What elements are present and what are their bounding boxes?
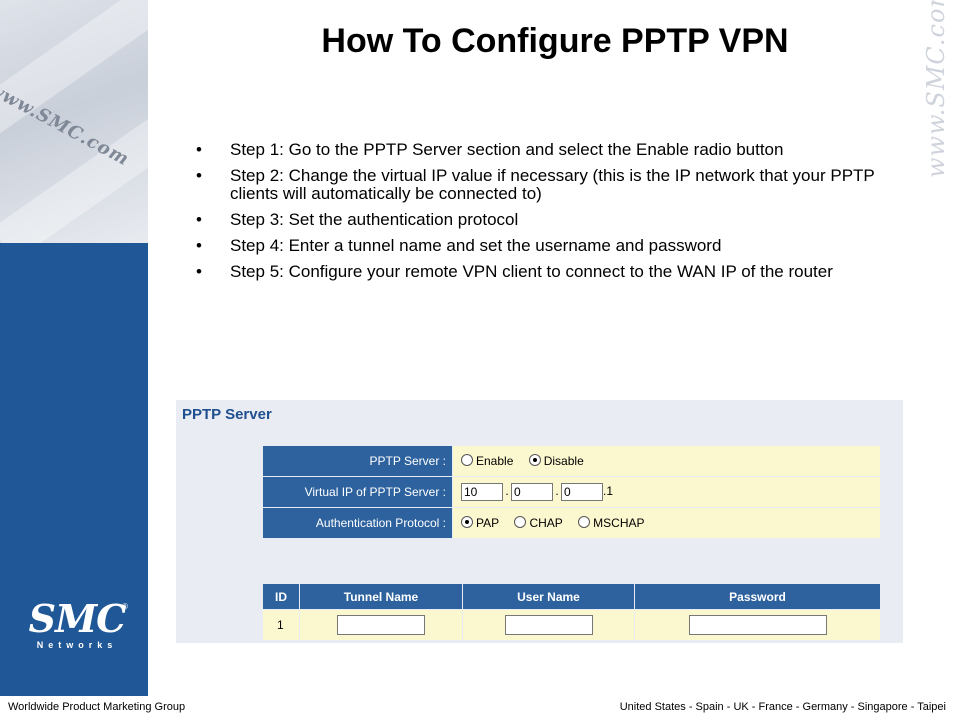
tunnel-name-cell — [299, 609, 463, 641]
tunnel-table: ID Tunnel Name User Name Password 1 — [262, 583, 881, 641]
sidebar-url-watermark: www.SMC.com — [0, 78, 133, 171]
step-text: Step 2: Change the virtual IP value if n… — [230, 166, 875, 203]
disable-option[interactable]: Disable — [528, 454, 584, 468]
row-id: 1 — [262, 609, 300, 641]
ip-separator: . — [555, 484, 559, 499]
step-text: Step 3: Set the authentication protocol — [230, 210, 519, 229]
col-header-user-name: User Name — [462, 583, 635, 610]
step-text: Step 1: Go to the PPTP Server section an… — [230, 140, 784, 159]
col-header-id: ID — [262, 583, 300, 610]
pptp-server-panel: PPTP Server PPTP Server : Enable Disable… — [176, 400, 903, 643]
step-item: • Step 1: Go to the PPTP Server section a… — [196, 141, 886, 159]
enable-option[interactable]: Enable — [461, 454, 513, 468]
sidebar-blue-block — [0, 243, 148, 696]
step-item: • Step 4: Enter a tunnel name and set the… — [196, 237, 886, 255]
bullet-icon: • — [196, 140, 202, 159]
panel-title: PPTP Server — [182, 406, 272, 423]
mschap-option[interactable]: MSCHAP — [578, 516, 645, 530]
mschap-radio[interactable] — [578, 516, 591, 528]
auth-protocol-options: PAP CHAP MSCHAP — [452, 507, 881, 539]
virtual-ip-label: Virtual IP of PPTP Server : — [262, 476, 453, 508]
enable-label: Enable — [476, 454, 514, 468]
ip-octet-1-input[interactable]: 10 — [461, 483, 503, 501]
user-name-cell — [462, 609, 635, 641]
auth-protocol-label: Authentication Protocol : — [262, 507, 453, 539]
user-name-input[interactable] — [504, 615, 593, 635]
table-row: 1 — [262, 609, 881, 641]
pptp-server-options: Enable Disable — [452, 445, 881, 477]
ip-suffix: .1 — [603, 484, 614, 499]
chap-label: CHAP — [529, 516, 563, 530]
ip-separator: . — [505, 484, 509, 499]
slide-title: How To Configure PPTP VPN — [321, 22, 789, 60]
footer: Worldwide Product Marketing Group United… — [0, 700, 960, 720]
steps-list: • Step 1: Go to the PPTP Server section a… — [196, 141, 886, 289]
logo-sub-text: Networks — [36, 640, 118, 650]
pptp-config-table: PPTP Server : Enable Disable Virtual IP … — [262, 445, 881, 539]
tunnel-table-header: ID Tunnel Name User Name Password — [262, 583, 881, 610]
bullet-icon: • — [196, 236, 202, 255]
bullet-icon: • — [196, 262, 202, 281]
logo-registered-mark: ® — [122, 602, 128, 611]
mschap-label: MSCHAP — [593, 516, 645, 530]
disable-label: Disable — [543, 454, 584, 468]
virtual-ip-fields: 10.0.0.1 — [452, 476, 881, 508]
chap-radio[interactable] — [514, 516, 527, 528]
tunnel-name-input[interactable] — [337, 615, 425, 635]
step-item: • Step 5: Configure your remote VPN clien… — [196, 263, 886, 281]
step-item: • Step 3: Set the authentication protocol — [196, 211, 886, 229]
step-text: Step 5: Configure your remote VPN client… — [230, 262, 833, 281]
smc-logo: SMC ® Networks — [22, 596, 132, 651]
chap-option[interactable]: CHAP — [514, 516, 563, 530]
bullet-icon: • — [196, 210, 202, 229]
ip-octet-2-input[interactable]: 0 — [511, 483, 553, 501]
password-input[interactable] — [688, 615, 827, 635]
logo-main-text: SMC — [28, 596, 127, 641]
step-item: • Step 2: Change the virtual IP value if … — [196, 167, 886, 203]
bullet-icon: • — [196, 166, 202, 185]
enable-radio[interactable] — [461, 454, 473, 466]
col-header-password: Password — [634, 583, 881, 610]
ip-octet-3-input[interactable]: 0 — [561, 483, 603, 501]
footer-left-text: Worldwide Product Marketing Group — [8, 701, 186, 713]
password-cell — [634, 609, 881, 641]
pap-label: PAP — [476, 516, 500, 530]
col-header-tunnel-name: Tunnel Name — [299, 583, 463, 610]
config-row-server: PPTP Server : Enable Disable — [262, 445, 881, 477]
config-row-virtual-ip: Virtual IP of PPTP Server : 10.0.0.1 — [262, 476, 881, 508]
sidebar-watermark-area: www.SMC.com — [0, 0, 148, 243]
pap-radio[interactable] — [461, 516, 473, 528]
left-sidebar: www.SMC.com SMC ® Networks — [0, 0, 148, 696]
step-text: Step 4: Enter a tunnel name and set the … — [230, 236, 722, 255]
footer-right-text: United States - Spain - UK - France - Ge… — [619, 701, 946, 713]
disable-radio[interactable] — [528, 454, 541, 466]
config-row-auth: Authentication Protocol : PAP CHAP MSCHA… — [262, 507, 881, 539]
pap-option[interactable]: PAP — [461, 516, 499, 530]
pptp-server-label: PPTP Server : — [262, 445, 453, 477]
